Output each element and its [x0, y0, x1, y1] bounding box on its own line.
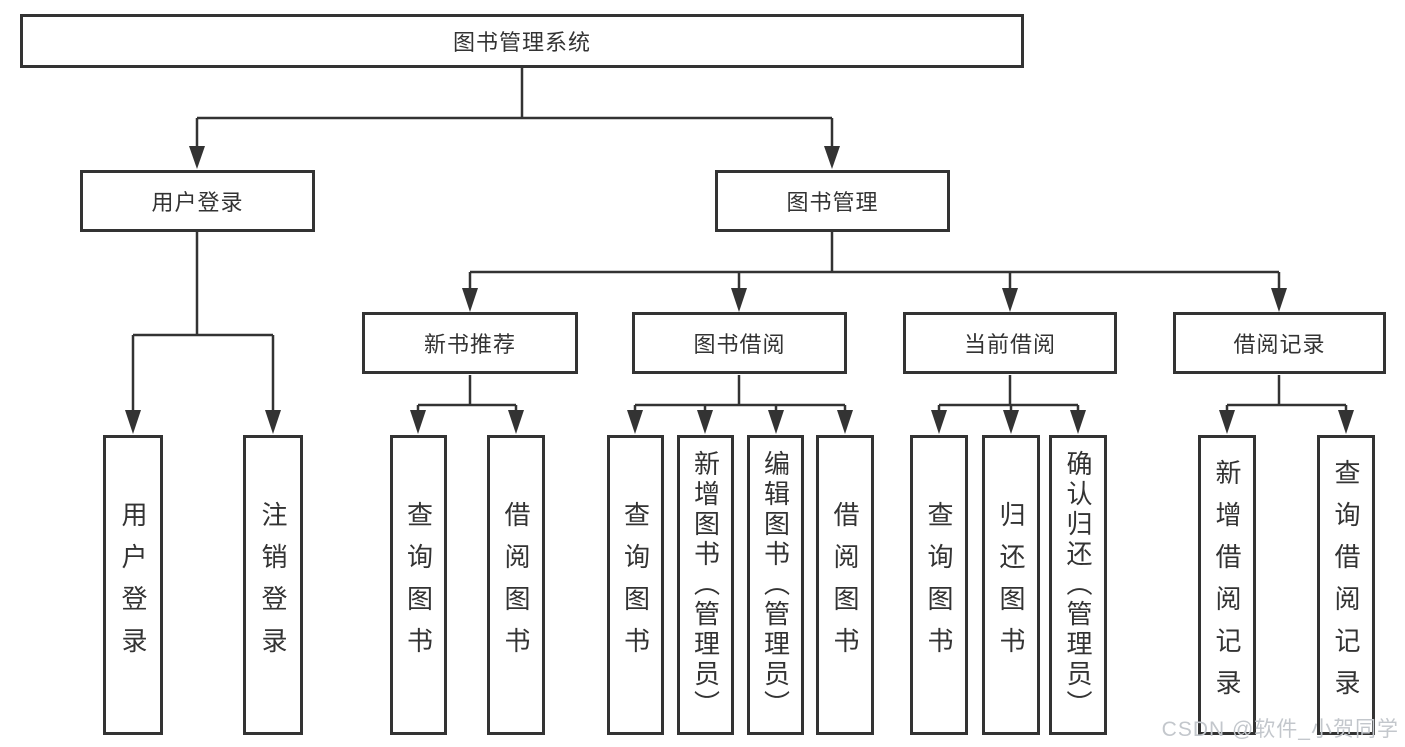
node-borrowing-records: 借阅记录 — [1173, 312, 1386, 374]
node-label: 借阅图书 — [501, 501, 531, 669]
node-label: 编辑图书（管理员） — [760, 450, 791, 720]
node-label: 归还图书 — [996, 501, 1026, 669]
node-label: 查询借阅记录 — [1331, 459, 1361, 711]
node-library-management-system: 图书管理系统 — [20, 14, 1024, 68]
leaf-query-books-recommend: 查询图书 — [390, 435, 447, 735]
node-label: 新书推荐 — [423, 332, 516, 357]
node-label: 查询图书 — [620, 501, 651, 669]
leaf-confirm-return-admin: 确认归还（管理员） — [1049, 435, 1107, 735]
node-label: 借阅记录 — [1233, 332, 1326, 357]
node-label: 用户登录 — [151, 190, 244, 215]
node-label: 当前借阅 — [963, 332, 1056, 357]
node-current-borrowing: 当前借阅 — [903, 312, 1117, 374]
node-label: 图书管理 — [786, 190, 879, 215]
leaf-borrow-books-borrowing: 借阅图书 — [816, 435, 874, 735]
node-user-login: 用户登录 — [80, 170, 315, 232]
node-label: 图书管理系统 — [452, 30, 591, 55]
node-label: 新增借阅记录 — [1212, 459, 1242, 711]
leaf-return-books: 归还图书 — [982, 435, 1040, 735]
node-book-borrowing: 图书借阅 — [632, 312, 847, 374]
leaf-query-borrow-record: 查询借阅记录 — [1317, 435, 1375, 735]
node-label: 查询图书 — [403, 501, 434, 669]
node-new-book-recommendation: 新书推荐 — [362, 312, 578, 374]
node-label: 用户登录 — [118, 501, 148, 669]
csdn-watermark: CSDN @软件_小贺同学 — [1161, 718, 1399, 741]
node-label: 图书借阅 — [693, 332, 786, 357]
leaf-logout: 注销登录 — [243, 435, 303, 735]
node-label: 借阅图书 — [830, 501, 860, 669]
leaf-query-books-borrowing: 查询图书 — [607, 435, 664, 735]
leaf-borrow-books-recommend: 借阅图书 — [487, 435, 545, 735]
node-label: 注销登录 — [258, 501, 288, 669]
node-label: 新增图书（管理员） — [690, 450, 721, 720]
leaf-add-books-admin: 新增图书（管理员） — [677, 435, 734, 735]
leaf-edit-books-admin: 编辑图书（管理员） — [747, 435, 804, 735]
arrowheads — [125, 146, 1354, 434]
leaf-query-books-current: 查询图书 — [910, 435, 968, 735]
node-label: 查询图书 — [924, 501, 954, 669]
node-book-management: 图书管理 — [715, 170, 950, 232]
node-label: 确认归还（管理员） — [1063, 450, 1093, 720]
leaf-add-borrow-record: 新增借阅记录 — [1198, 435, 1256, 735]
leaf-user-login: 用户登录 — [103, 435, 163, 735]
